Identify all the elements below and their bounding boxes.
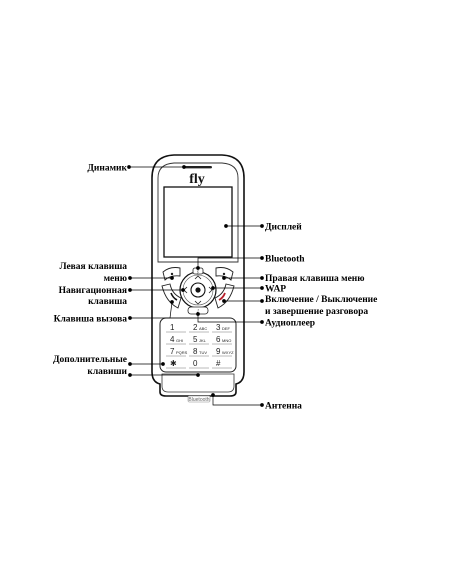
- label-speaker: Динамик: [87, 164, 127, 174]
- label-right-soft: Правая клавиша меню: [265, 274, 365, 284]
- key-label: 4: [170, 335, 175, 344]
- callout-labels: Динамик Дисплей Bluetooth Левая клавиша …: [53, 164, 377, 412]
- key-label: 2: [193, 323, 198, 332]
- label-bluetooth: Bluetooth: [265, 255, 305, 265]
- key-letters: DEF: [222, 326, 231, 331]
- key-0[interactable]: 0: [189, 359, 209, 369]
- callout-lines: [127, 165, 264, 407]
- label-nav-2: клавиша: [88, 297, 127, 307]
- label-display: Дисплей: [265, 222, 302, 233]
- label-call: Клавиша вызова: [54, 315, 128, 325]
- right-soft-dot-icon: [222, 272, 226, 276]
- control-panel: ᛒ ♪: [161, 267, 235, 315]
- key-label: 5: [193, 335, 198, 344]
- label-audio: Аудиоплеер: [265, 319, 315, 329]
- call-phone-icon: [170, 292, 178, 301]
- nav-down-icon: [194, 300, 202, 305]
- key-label: 1: [170, 323, 175, 332]
- label-power-2: и завершение разговора: [265, 307, 368, 317]
- end-phone-icon: [218, 292, 226, 301]
- label-left-soft-1: Левая клавиша: [59, 262, 127, 272]
- slide-bottom: [161, 373, 235, 393]
- key-letters: WXYZ: [222, 350, 234, 355]
- key-label: #: [216, 359, 221, 368]
- speaker-icon: [184, 166, 212, 169]
- label-antenna: Антенна: [265, 402, 302, 412]
- bluetooth-icon: ᛒ: [196, 269, 199, 275]
- key-letters: TUV: [199, 350, 207, 355]
- key-letters: GHI: [176, 338, 183, 343]
- key-letters: JKL: [199, 338, 207, 343]
- nav-ok-icon: [195, 287, 201, 293]
- label-extra-2: клавиши: [87, 367, 127, 377]
- key-label: ✱: [170, 359, 177, 368]
- key-letters: PQRS: [176, 350, 188, 355]
- label-left-soft-2: меню: [104, 274, 127, 284]
- key-label: 3: [216, 323, 221, 332]
- label-extra-1: Дополнительные: [53, 355, 127, 365]
- key-1[interactable]: 1: [166, 323, 186, 333]
- phone-display: [163, 186, 233, 258]
- key-label: 8: [193, 347, 198, 356]
- nav-up-icon: [194, 275, 202, 280]
- key-label: 6: [216, 335, 221, 344]
- left-soft-dot-icon: [170, 272, 174, 276]
- key-label: 9: [216, 347, 221, 356]
- audio-player-icon: ♪: [197, 309, 200, 315]
- label-wap: WAP: [265, 285, 286, 295]
- key-hash[interactable]: #: [212, 359, 232, 369]
- label-power-1: Включение / Выключение: [265, 295, 377, 305]
- key-star[interactable]: ✱: [166, 359, 186, 369]
- label-nav-1: Навигационная: [59, 286, 127, 296]
- key-letters: ABC: [199, 326, 207, 331]
- nav-right-icon: [208, 286, 213, 294]
- bluetooth-badge: [187, 395, 211, 403]
- key-label: 0: [193, 359, 198, 368]
- key-label: 7: [170, 347, 175, 356]
- bluetooth-badge-text: Bluetooth: [188, 397, 209, 403]
- key-letters: MNO: [222, 338, 231, 343]
- brand-logo: fly: [189, 172, 205, 187]
